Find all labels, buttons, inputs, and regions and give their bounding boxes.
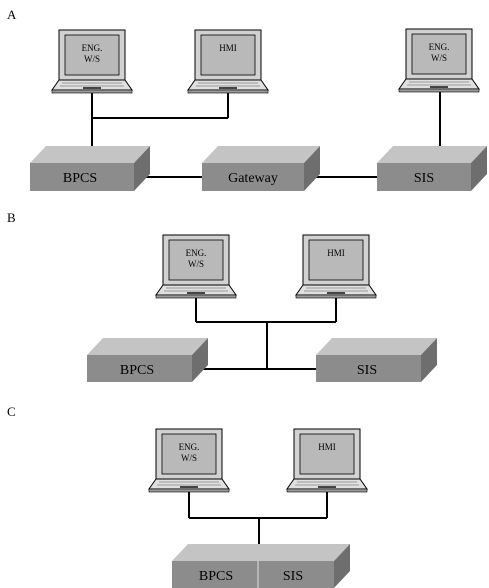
laptop-hmi-c: HMI: [286, 428, 368, 493]
laptop-label-line2: W/S: [431, 53, 447, 63]
laptop-label-line1: HMI: [219, 43, 237, 53]
laptop-label-line1: ENG.: [429, 42, 450, 52]
box-label: BPCS: [120, 363, 154, 378]
laptop-eng-ws-a-right: ENG. W/S: [398, 28, 480, 93]
panel-letter-a: A: [7, 7, 17, 22]
laptop-label-line2: W/S: [84, 54, 100, 64]
panel-letter-b: B: [7, 210, 16, 225]
box-label: Gateway: [228, 171, 278, 186]
box-gateway-a: Gateway: [202, 146, 320, 191]
laptop-eng-ws-b: ENG. W/S: [155, 234, 237, 299]
box-label: SIS: [357, 363, 377, 378]
laptop-label-line2: W/S: [188, 259, 204, 269]
laptop-eng-ws-a: ENG. W/S: [51, 29, 133, 94]
panel-a-connections: [91, 92, 441, 178]
laptop-label-line1: HMI: [327, 248, 345, 258]
box-bpcs-b: BPCS: [87, 338, 208, 382]
panel-c-connections: [188, 492, 328, 548]
laptop-label-line1: HMI: [318, 442, 336, 452]
box-sis-b: SIS: [316, 338, 437, 382]
laptop-hmi-a: HMI: [187, 29, 269, 94]
box-label-left: BPCS: [199, 569, 233, 584]
laptop-label-line2: W/S: [181, 453, 197, 463]
box-label: SIS: [414, 171, 434, 186]
box-label: BPCS: [63, 171, 97, 186]
panel-letter-c: C: [7, 404, 16, 419]
panel-a: A ENG. W/S HMI ENG. W/S: [7, 7, 487, 191]
panel-c: C ENG. W/S HMI BPCS SIS: [7, 404, 368, 588]
box-bpcs-a: BPCS: [30, 146, 150, 191]
box-bpcs-sis-combined-c: BPCS SIS: [172, 544, 350, 588]
box-sis-a: SIS: [377, 146, 487, 191]
laptop-label-line1: ENG.: [186, 248, 207, 258]
box-label-right: SIS: [283, 569, 303, 584]
panel-b: B ENG. W/S HMI BPCS SIS: [7, 210, 437, 382]
laptop-eng-ws-c: ENG. W/S: [148, 428, 230, 493]
laptop-label-line1: ENG.: [82, 43, 103, 53]
laptop-hmi-b: HMI: [295, 234, 377, 299]
panel-b-connections: [195, 297, 337, 370]
laptop-label-line1: ENG.: [179, 442, 200, 452]
